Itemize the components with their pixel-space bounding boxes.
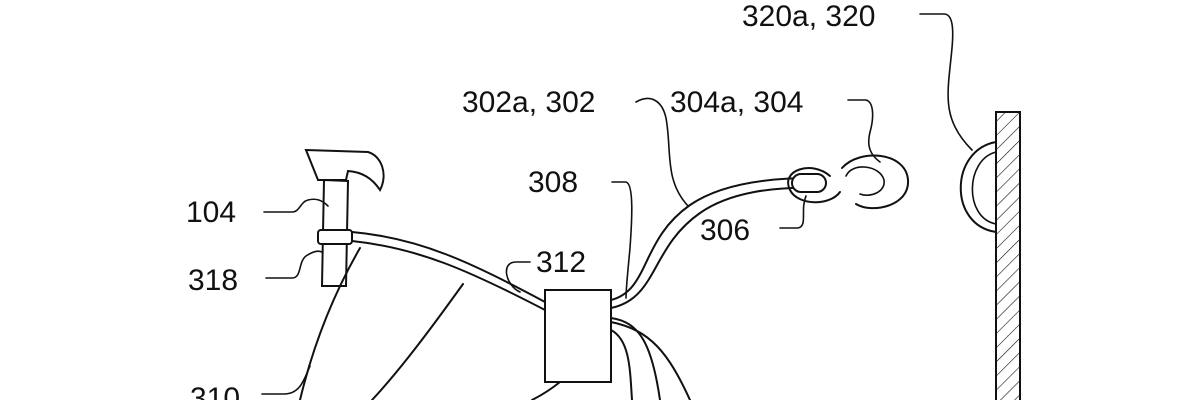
cable-down-a (610, 317, 661, 400)
loop-small (787, 167, 841, 204)
strap-line-a (299, 247, 361, 400)
suction-cup-inner (971, 151, 997, 225)
label-104: 104 (186, 196, 236, 229)
strap-band (317, 229, 353, 245)
label-318: 318 (188, 264, 238, 297)
loop-large (841, 154, 910, 210)
leader-104 (263, 198, 329, 213)
cable-hammer-bottom (351, 240, 546, 311)
cable-hammer-top (351, 231, 546, 303)
cable-up-outer (610, 177, 813, 301)
cable-down-left (531, 381, 561, 400)
hub-box (544, 289, 612, 383)
cables (299, 177, 813, 400)
leader-304 (847, 99, 881, 163)
label-308: 308 (528, 166, 578, 199)
label-304: 304a, 304 (670, 86, 803, 119)
label-320: 320a, 320 (742, 0, 875, 33)
reference-labels: 320a, 320 302a, 302 304a, 304 308 306 10… (186, 0, 875, 400)
cable-end-cap (791, 173, 827, 193)
label-312: 312 (536, 246, 586, 279)
leader-310 (261, 365, 311, 395)
label-302: 302a, 302 (462, 86, 595, 119)
leader-318 (265, 250, 323, 279)
leader-306 (779, 195, 807, 229)
cable-down-b (610, 329, 633, 400)
strap-line-b (371, 283, 464, 400)
hammer (304, 148, 385, 287)
wall-mount (959, 111, 1021, 400)
label-310: 310 (190, 382, 240, 400)
leader-320 (919, 13, 973, 151)
wall-hatched (995, 111, 1021, 400)
loop-end (787, 154, 910, 210)
suction-cup (959, 141, 997, 233)
loop-inner (845, 166, 885, 196)
label-306: 306 (700, 214, 750, 247)
leader-308 (611, 181, 633, 299)
cable-up-inner (610, 186, 813, 309)
leader-lines (261, 13, 973, 395)
leader-312 (505, 261, 531, 293)
leader-302 (635, 97, 689, 207)
cable-down-c (610, 321, 691, 400)
